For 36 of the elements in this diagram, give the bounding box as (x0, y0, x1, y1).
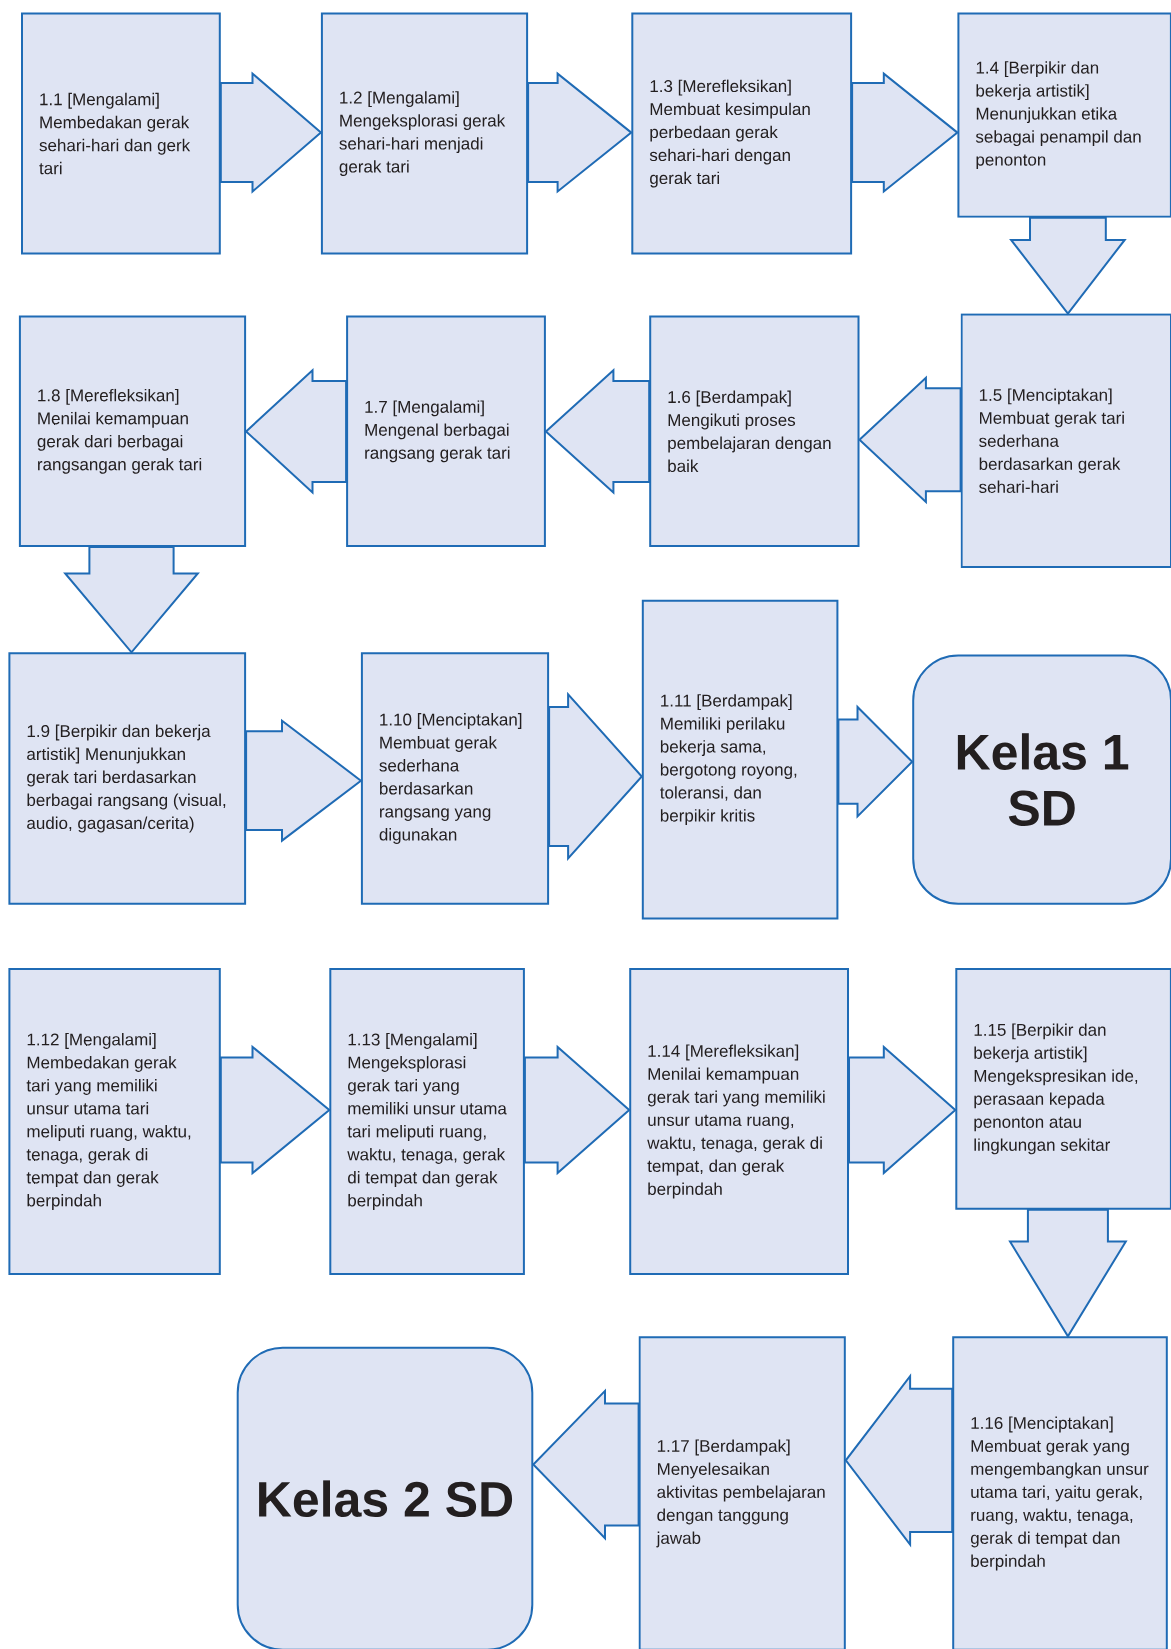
step-box: 1.4 [Berpikir dan bekerja artistik] Menunjukkan etika sebagai penampil dan penonton (957, 12, 1171, 218)
step-box: 1.15 [Berpikir dan bekerja artistik] Mengekspresikan ide, perasaan kepada penonton atau lingkungan sekitar (955, 967, 1171, 1210)
block-arrow (548, 691, 644, 862)
step-box: 1.8 [Merefleksikan] Menilai kemampuan gerak dari berbagai rangsangan gerak tari (18, 315, 247, 547)
step-box: 1.10 [Menciptakan] Membuat gerak sederhana berdasarkan rangsang yang digunakan (360, 652, 550, 905)
step-box: 1.17 [Berdampak] Menyelesaikan aktivitas pembelajaran dengan tanggung jawab (638, 1336, 846, 1649)
block-arrow (544, 368, 651, 495)
step-box: 1.3 [Merefleksikan] Membuat kesimpulan perbedaan gerak sehari-hari dengan gerak tari (631, 12, 853, 255)
block-arrow (844, 1373, 954, 1548)
step-box: 1.16 [Menciptakan] Membuat gerak yang mengembangkan unsur utama tari, yaitu gerak, ruang, waktu, tenaga, gerak di tempat dan berpindah (952, 1336, 1168, 1649)
block-arrow (245, 718, 363, 843)
block-arrow (1008, 1208, 1128, 1339)
step-box: 1.6 [Berdampak] Mengikuti proses pembelajaran dengan baik (649, 315, 860, 547)
block-arrow (244, 368, 348, 495)
block-arrow (848, 1044, 957, 1176)
step-box: 1.12 [Mengalami] Membedakan gerak tari yang memiliki unsur utama tari meliputi ruang, waktu, tenaga, gerak di tempat dan gerak berpindah (8, 967, 221, 1275)
block-arrow (523, 1044, 631, 1176)
step-box: 1.7 [Mengalami] Mengenal berbagai rangsang gerak tari (346, 315, 546, 547)
block-arrow (219, 71, 323, 194)
rounded-box: Kelas 2 SD (236, 1346, 534, 1649)
step-box: 1.11 [Berdampak] Memiliki perilaku bekerja sama, bergotong royong, toleransi, dan berpikir kritis (641, 599, 839, 920)
block-arrow (837, 704, 914, 819)
step-box: 1.9 [Berpikir dan bekerja artistik] Menunjukkan gerak tari berdasarkan berbagai rangsang (visual, audio, gagasan/cerita) (8, 652, 247, 905)
step-box: 1.14 [Merefleksikan] Menilai kemampuan gerak tari yang memiliki unsur utama ruang, waktu, tenaga, gerak di tempat, dan gerak berpindah (629, 967, 849, 1275)
block-arrow (1009, 216, 1127, 316)
step-box: 1.1 [Mengalami] Membedakan gerak sehari-hari dan gerk tari (21, 12, 221, 255)
block-arrow (63, 546, 200, 654)
block-arrow (858, 375, 962, 505)
step-box: 1.13 [Mengalami] Mengeksplorasi gerak tari yang memiliki unsur utama tari meliputi ruang, waktu, tenaga, gerak di tempat dan gerak berpindah (329, 967, 525, 1275)
step-box: 1.5 [Menciptakan] Membuat gerak tari sederhana berdasarkan gerak sehari-hari (960, 313, 1171, 568)
block-arrow (219, 1044, 331, 1176)
block-arrow (527, 71, 633, 194)
block-arrow (851, 71, 959, 194)
step-box: 1.2 [Mengalami] Mengeksplorasi gerak sehari-hari menjadi gerak tari (320, 12, 529, 255)
rounded-box: Kelas 1 SD (912, 654, 1171, 905)
block-arrow (531, 1388, 640, 1541)
